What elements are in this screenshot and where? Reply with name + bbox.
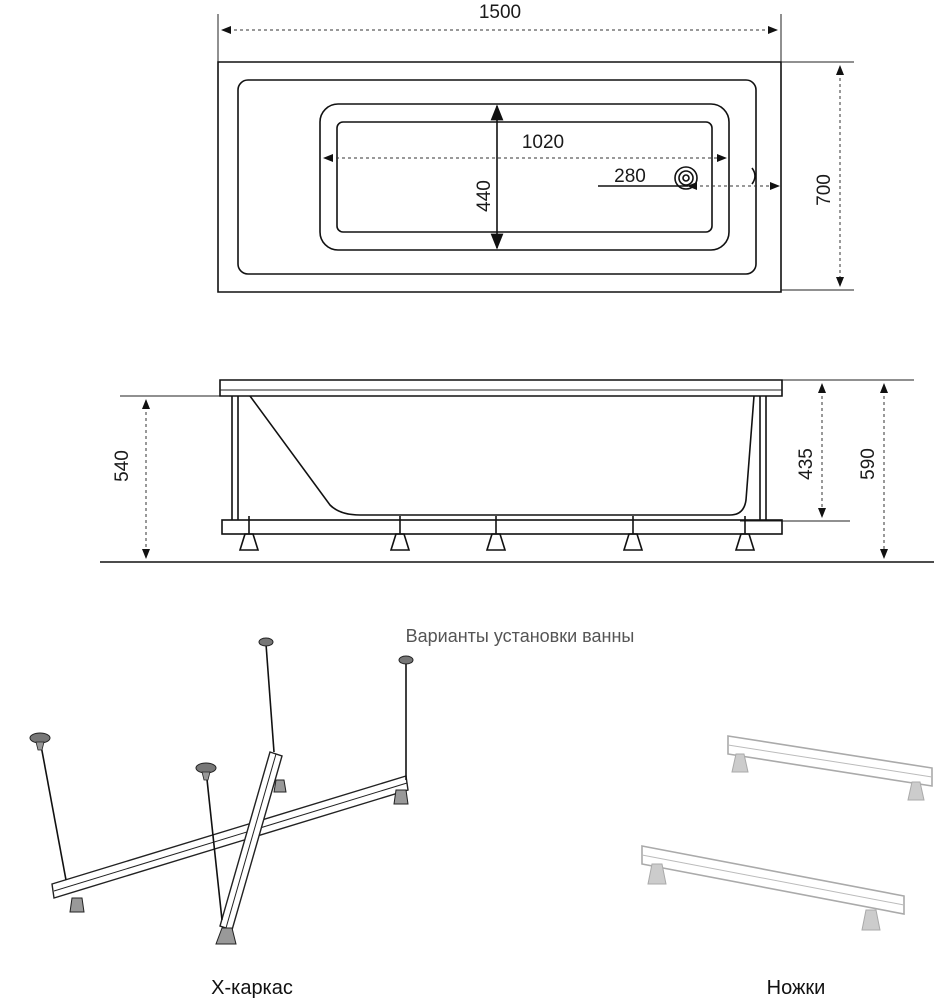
inner-length-label: 1020 <box>522 132 564 153</box>
height-inner-label: 435 <box>796 448 817 480</box>
tub-inner-rim <box>237 79 757 275</box>
side-basin <box>249 395 755 516</box>
height-left-label: 540 <box>112 450 133 482</box>
overflow-icon <box>751 167 756 185</box>
tub-basin-inner <box>336 121 713 233</box>
tub-basin-outer <box>319 103 730 251</box>
side-frame-rail <box>221 519 783 535</box>
tub-outer-rim <box>217 61 782 293</box>
side-legs <box>238 516 756 551</box>
side-rim <box>219 379 783 397</box>
x-frame-label: Х-каркас <box>211 977 293 999</box>
top-view: 1500 1020 440 280 700 <box>217 2 854 293</box>
height-total-label: 590 <box>858 448 879 480</box>
width-label: 700 <box>814 174 835 206</box>
inner-width-label: 440 <box>474 180 495 212</box>
installation-title: Варианты установки ванны <box>406 626 635 646</box>
drain-offset-label: 280 <box>614 166 646 187</box>
side-view: 540 435 590 <box>100 379 934 563</box>
x-frame-illustration <box>29 637 414 945</box>
drain-icon <box>674 166 698 190</box>
legs-label: Ножки <box>767 977 826 999</box>
legs-illustration <box>641 735 933 931</box>
length-label: 1500 <box>479 2 521 23</box>
